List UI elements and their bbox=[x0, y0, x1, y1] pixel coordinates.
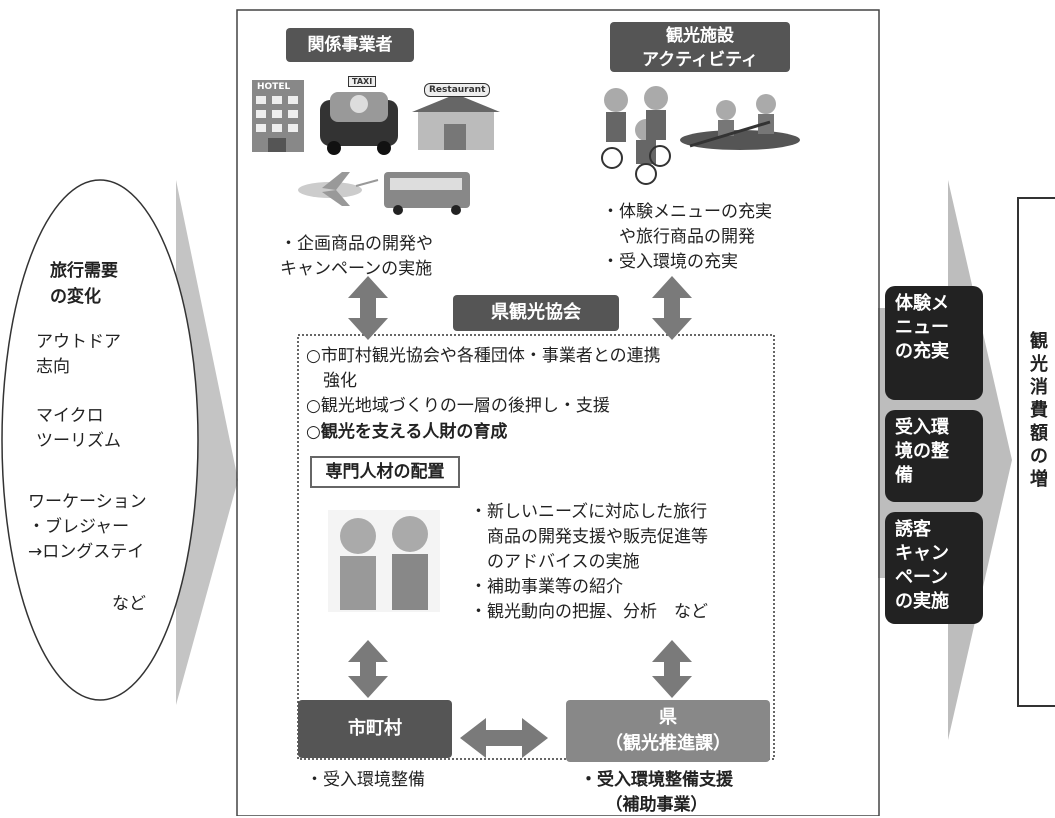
result-box bbox=[1017, 197, 1055, 707]
hotel-illustration bbox=[252, 80, 304, 152]
main-frame bbox=[236, 9, 880, 816]
municipality-box: 市町村 bbox=[298, 700, 452, 758]
arrow-bottom-left bbox=[348, 640, 388, 698]
kayak-illustration bbox=[680, 94, 800, 150]
hotel-sign: HOTEL bbox=[257, 82, 291, 92]
tourism-spending-increase: 観 光 消 費 額 の 増 bbox=[1030, 331, 1048, 490]
prefectural-tourism-association-header: 県観光協会 bbox=[453, 295, 619, 331]
association-point-2: ○観光地域づくりの一層の後押し・支援 bbox=[306, 396, 610, 416]
specialist-notes: ・新しいニーズに対応した旅行 商品の開発支援や販売促進等 のアドバイスの実施 ・… bbox=[470, 502, 708, 622]
tourism-facilities-note: ・体験メニューの充実 や旅行商品の開発 ・受入環境の充実 bbox=[602, 202, 772, 272]
tourist-campaign-box: 誘客 キャン ペーン の実施 bbox=[885, 512, 983, 624]
airplane-illustration bbox=[298, 172, 379, 206]
cyclists-illustration bbox=[601, 86, 671, 185]
related-businesses-header: 関係事業者 bbox=[286, 28, 414, 62]
taxi-illustration bbox=[320, 92, 398, 155]
left-big-arrow bbox=[176, 180, 238, 705]
arrow-bottom-right bbox=[652, 640, 692, 698]
trend-etc: など bbox=[112, 594, 146, 614]
taxi-sign: TAXI bbox=[348, 76, 377, 87]
arrow-horizontal bbox=[460, 718, 548, 758]
reception-environment-box: 受入環 境の整 備 bbox=[885, 410, 983, 502]
arrow-top-right bbox=[652, 276, 692, 340]
travel-demand-ellipse bbox=[1, 179, 199, 701]
trend-outdoor: アウトドア 志向 bbox=[36, 332, 121, 377]
prefecture-note: ・受入環境整備支援 （補助事業） bbox=[580, 770, 733, 815]
restaurant-sign: Restaurant bbox=[424, 83, 491, 97]
municipality-note: ・受入環境整備 bbox=[306, 770, 425, 790]
travel-demand-title: 旅行需要 の変化 bbox=[50, 261, 118, 307]
association-point-1: ○市町村観光協会や各種団体・事業者との連携 強化 bbox=[306, 346, 661, 391]
trend-workation: ワーケーション ・ブレジャー →ロングステイ bbox=[28, 492, 147, 562]
tourism-facilities-header: 観光施設 アクティビティ bbox=[610, 22, 790, 72]
trend-microtourism: マイクロ ツーリズム bbox=[36, 406, 121, 451]
bus-illustration bbox=[384, 172, 470, 215]
specialists-illustration bbox=[328, 510, 440, 612]
arrow-top-left bbox=[348, 276, 388, 340]
association-point-3: ○観光を支える人財の育成 bbox=[306, 422, 508, 442]
restaurant-illustration bbox=[412, 94, 500, 150]
specialist-title: 専門人材の配置 bbox=[310, 456, 460, 488]
related-businesses-note: ・企画商品の開発や キャンペーンの実施 bbox=[280, 234, 433, 279]
prefecture-box: 県 （観光推進課） bbox=[566, 700, 770, 762]
experience-menu-box: 体験メ ニュー の充実 bbox=[885, 286, 983, 400]
